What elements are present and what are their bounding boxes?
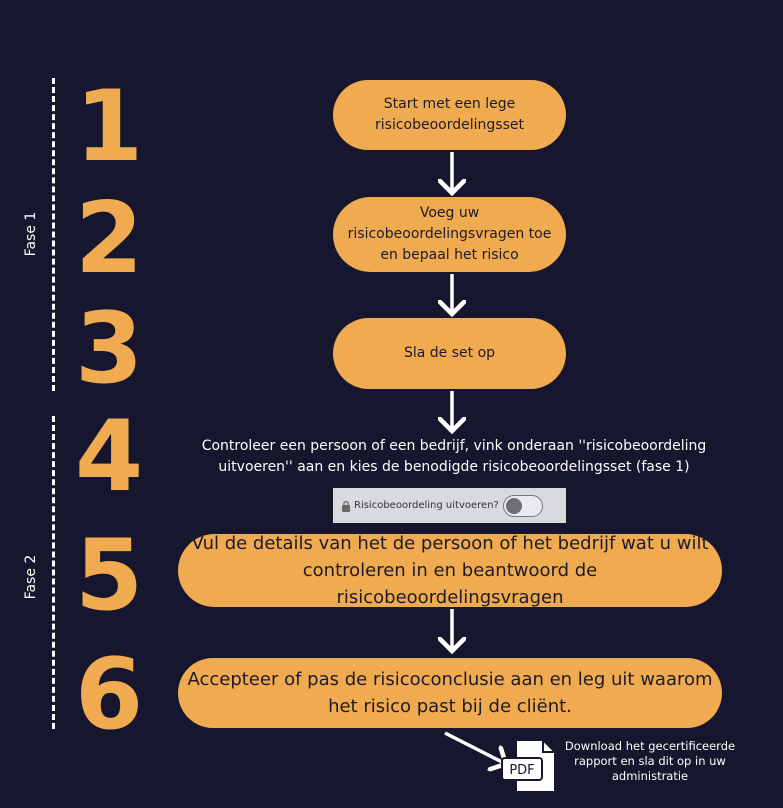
toggle-label: Risicobeoordeling uitvoeren?	[354, 500, 499, 511]
step-1-text: Start met een lege risicobeoordelingsset	[375, 96, 524, 133]
step-6-box: Accepteer of pas de risicoconclusie aan …	[178, 658, 722, 728]
step-2-number: 2	[75, 182, 143, 296]
phase-1-line	[52, 78, 55, 391]
step-2-box: Voeg uw risicobeoordelingsvragen toe en …	[333, 197, 566, 272]
phase-2-line	[52, 416, 55, 729]
step-6-text: Accepteer of pas de risicoconclusie aan …	[187, 669, 713, 717]
step-5-text: Vul de details van het de persoon of het…	[191, 533, 709, 608]
pdf-file-icon[interactable]: PDF	[500, 738, 558, 794]
step-4-text: Controleer een persoon of een bedrijf, v…	[201, 438, 707, 475]
step-6-number: 6	[75, 638, 143, 752]
step-3-box: Sla de set op	[333, 318, 566, 389]
arrow-6-pdf	[444, 731, 506, 764]
step-1-box: Start met een lege risicobeoordelingsset	[333, 80, 566, 150]
step-3-text: Sla de set op	[403, 345, 496, 361]
pdf-icon-text: PDF	[509, 763, 534, 778]
step-2-text: Voeg uw risicobeoordelingsvragen toe en …	[347, 205, 552, 263]
pdf-caption: Download het gecertificeerde rapport en …	[564, 739, 736, 783]
step-4-number: 4	[75, 400, 143, 514]
toggle-knob	[505, 497, 522, 514]
risk-assessment-toggle[interactable]	[502, 494, 543, 517]
step-1-number: 1	[75, 70, 143, 184]
step-5-number: 5	[75, 519, 143, 633]
lock-icon	[342, 500, 350, 512]
step-3-number: 3	[75, 292, 143, 406]
risk-assessment-toggle-row: Risicobeoordeling uitvoeren?	[333, 488, 566, 523]
step-5-box: Vul de details van het de persoon of het…	[178, 533, 722, 608]
